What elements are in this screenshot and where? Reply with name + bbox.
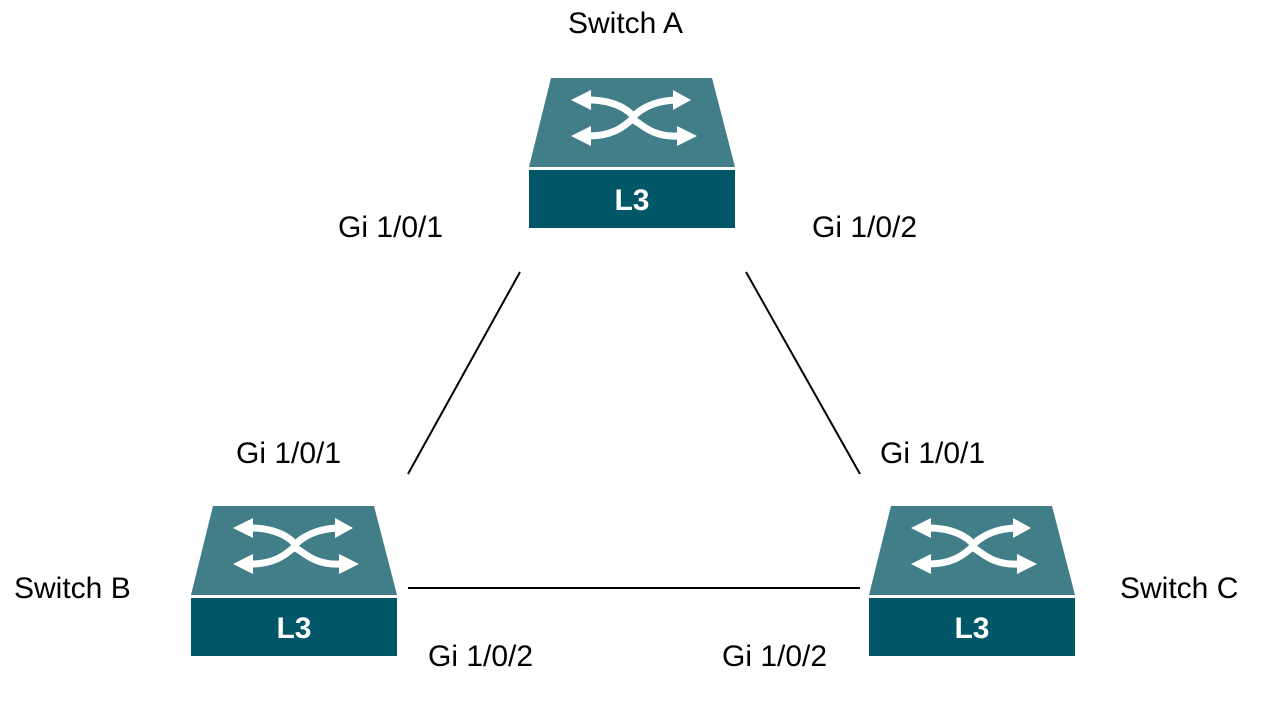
switch-b-layer-label: L3 xyxy=(276,612,311,645)
switch-a-layer-label: L3 xyxy=(614,184,649,217)
switch-b-name: Switch B xyxy=(14,572,131,605)
link-a-c xyxy=(745,271,861,475)
link-a-b xyxy=(407,271,521,475)
port-a-left-label: Gi 1/0/1 xyxy=(338,211,444,244)
switch-c-layer-label: L3 xyxy=(954,612,989,645)
port-c-top-label: Gi 1/0/1 xyxy=(880,437,986,470)
port-a-right-label: Gi 1/0/2 xyxy=(812,211,918,244)
port-b-top-label: Gi 1/0/1 xyxy=(236,437,342,470)
port-c-bottom-label: Gi 1/0/2 xyxy=(722,640,828,673)
switch-a: L3 xyxy=(529,78,735,228)
switch-c-name: Switch C xyxy=(1120,572,1239,605)
switch-c: L3 xyxy=(869,506,1075,656)
switch-a-name: Switch A xyxy=(568,7,684,40)
l3-switch-icon: L3 xyxy=(529,78,735,228)
l3-switch-icon: L3 xyxy=(191,506,397,656)
switch-b: L3 xyxy=(191,506,397,656)
l3-switch-icon: L3 xyxy=(869,506,1075,656)
port-b-bottom-label: Gi 1/0/2 xyxy=(428,640,534,673)
